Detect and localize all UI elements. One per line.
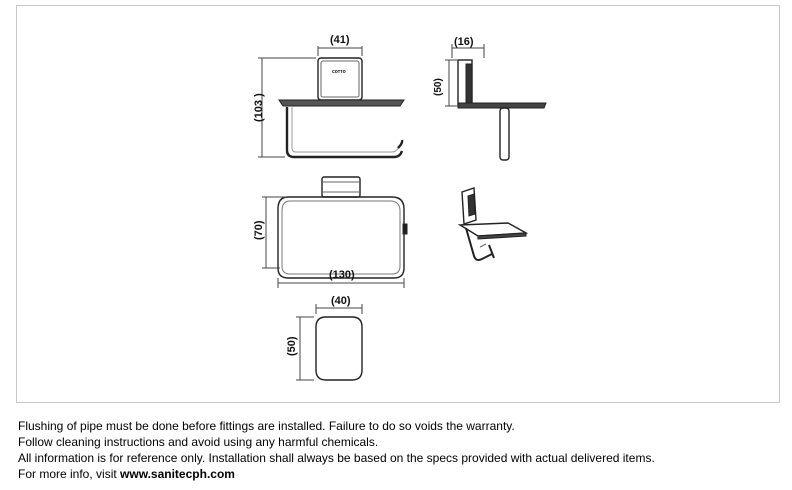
top-view [262,176,408,288]
dim-side-depth: (16) [454,36,474,48]
website-link[interactable]: www.sanitecph.com [120,467,235,481]
side-view [445,44,547,161]
dim-overall-height: (103 ) [253,93,265,122]
notes-block: Flushing of pipe must be done before fit… [18,418,655,482]
cap-detail [296,304,363,381]
note-cleaning: Follow cleaning instructions and avoid u… [18,435,379,449]
note-more-info: For more info, visit www.sanitecph.com [18,466,655,482]
front-view [258,46,405,159]
dim-plate-width: (130) [329,269,355,281]
dim-plate-height: (70) [253,220,265,240]
dim-side-cap-height: (50) [433,78,444,96]
dim-top-width: (41) [330,34,350,46]
dim-cap-height: (50) [286,336,298,356]
note-flushing: Flushing of pipe must be done before fit… [18,419,515,433]
dim-cap-width: (40) [331,295,351,307]
more-info-prefix: For more info, visit [18,467,121,481]
isometric-view [457,187,529,261]
drawing-frame [16,5,780,403]
brand-logo: соттo [332,69,346,75]
note-reference: All information is for reference only. I… [18,451,655,465]
